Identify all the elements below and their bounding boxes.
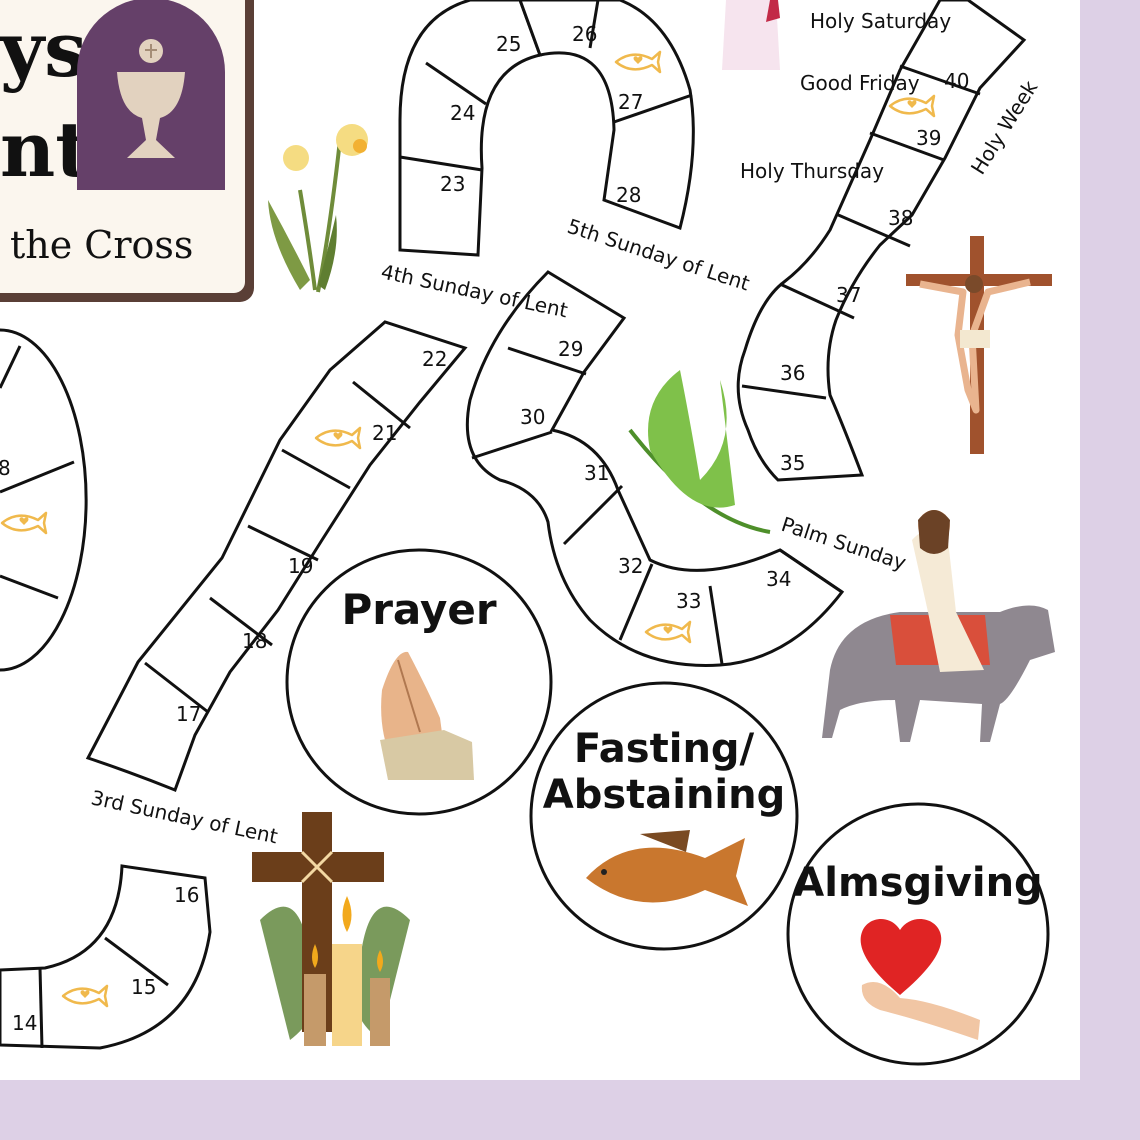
title-line-2: nt — [0, 105, 90, 194]
space-40-number: 40 — [944, 69, 969, 93]
fasting-title-line-1: Fasting/ — [574, 726, 755, 772]
space-32-number: 32 — [618, 554, 643, 578]
angel-figure-icon — [722, 0, 780, 70]
almsgiving-title: Almsgiving — [793, 860, 1042, 906]
fasting-circle: Fasting/ Abstaining — [529, 681, 799, 951]
space-33-number: 33 — [676, 589, 701, 613]
space-15-number: 15 — [131, 975, 156, 999]
space-25-number: 25 — [496, 32, 521, 56]
space-23-number: 23 — [440, 172, 465, 196]
space-29-number: 29 — [558, 337, 583, 361]
space-8-number: 8 — [0, 456, 11, 480]
space-19-number: 19 — [288, 554, 313, 578]
track-diagonal: 17 18 19 21 22 — [85, 320, 468, 792]
space-22-number: 22 — [422, 347, 447, 371]
praying-hands-icon — [380, 651, 474, 780]
space-26-number: 26 — [572, 22, 597, 46]
space-36-number: 36 — [780, 361, 805, 385]
space-24-number: 24 — [450, 101, 475, 125]
space-38-number: 38 — [888, 206, 913, 230]
heart-in-hand-icon — [860, 918, 980, 1040]
label-holy-thursday: Holy Thursday — [740, 159, 884, 183]
almsgiving-circle: Almsgiving — [786, 802, 1050, 1066]
cross-candles-icon — [252, 812, 410, 1046]
space-37-number: 37 — [836, 283, 861, 307]
space-16-number: 16 — [174, 883, 199, 907]
label-3rd-sunday: 3rd Sunday of Lent — [89, 785, 280, 848]
palm-branch-icon — [628, 370, 771, 534]
space-28-number: 28 — [616, 183, 641, 207]
label-good-friday: Good Friday — [800, 71, 920, 95]
title-line-1: ys — [0, 5, 87, 94]
track-top-u: 23 24 25 26 27 28 — [398, 0, 695, 257]
crucifix-icon — [906, 236, 1052, 454]
space-39-number: 39 — [916, 126, 941, 150]
space-34-number: 34 — [766, 567, 791, 591]
prayer-circle: Prayer — [285, 548, 553, 816]
fasting-title-line-2: Abstaining — [543, 772, 786, 818]
space-31-number: 31 — [584, 461, 609, 485]
space-17-number: 17 — [176, 702, 201, 726]
title-panel: ys nt the Cross — [0, 0, 254, 302]
space-18-number: 18 — [242, 629, 267, 653]
label-holy-saturday: Holy Saturday — [810, 9, 951, 33]
space-14-number: 14 — [12, 1011, 37, 1035]
label-5th-sunday: 5th Sunday of Lent — [564, 214, 752, 296]
space-30-number: 30 — [520, 405, 545, 429]
chalice-badge — [77, 0, 225, 190]
game-board: ys nt the Cross 8 14 15 16 — [0, 0, 1080, 1080]
space-35-number: 35 — [780, 451, 805, 475]
fish-icon — [0, 511, 48, 535]
daffodil-icon — [268, 124, 368, 293]
board-canvas: ys nt the Cross 8 14 15 16 — [0, 0, 1055, 1066]
track-right-strip: 35 36 37 38 39 40 — [736, 0, 1027, 482]
title-subtitle: the Cross — [10, 223, 193, 267]
prayer-title: Prayer — [341, 585, 496, 634]
space-27-number: 27 — [618, 90, 643, 114]
space-21-number: 21 — [372, 421, 397, 445]
track-middle-s: 29 30 31 32 33 34 — [465, 270, 845, 667]
track-left-circle: 8 — [0, 328, 88, 672]
track-bottom-u: 14 15 16 — [0, 864, 212, 1050]
fish-icon — [586, 830, 748, 906]
jesus-on-donkey-icon — [822, 510, 1055, 742]
